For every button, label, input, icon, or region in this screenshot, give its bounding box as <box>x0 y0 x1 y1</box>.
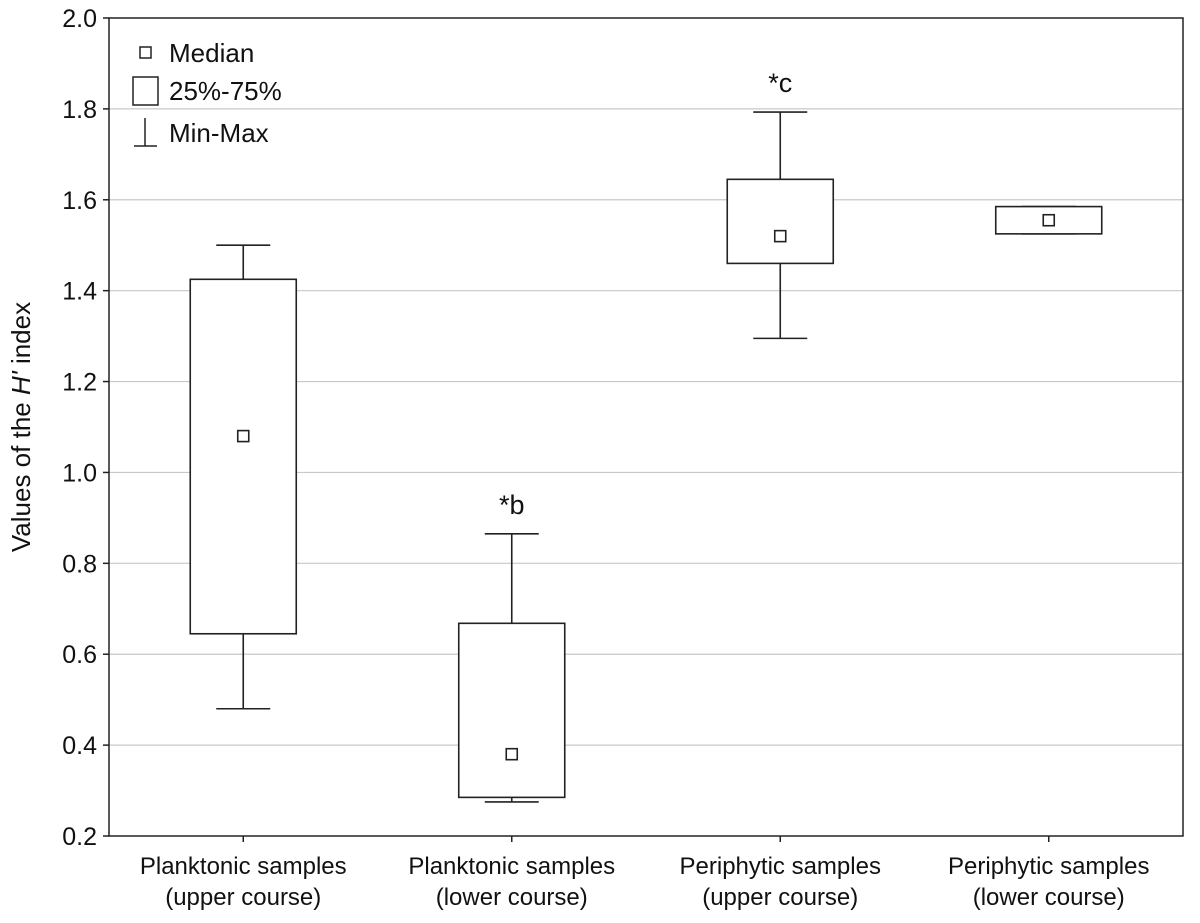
legend-median-label: Median <box>169 38 254 68</box>
x-tick-label-line1: Planktonic samples <box>408 853 615 880</box>
y-tick-label: 0.4 <box>62 732 97 760</box>
iqr-box <box>457 622 566 799</box>
legend-whisker-marker <box>134 118 157 147</box>
x-tick-label-line2: (lower course) <box>436 884 588 911</box>
box-group: *c <box>726 68 835 340</box>
y-tick-label: 0.8 <box>62 550 97 578</box>
legend-median-marker <box>139 46 152 59</box>
median-marker <box>1042 213 1056 227</box>
y-tick-label: 1.0 <box>62 459 97 487</box>
legend-box-label: 25%-75% <box>169 76 282 106</box>
y-tick-label: 0.6 <box>62 641 97 669</box>
y-tick-label: 1.4 <box>62 278 97 306</box>
x-axis: Planktonic samples (upper course) Plankton… <box>140 836 1149 911</box>
median-marker <box>236 429 250 443</box>
x-tick-label-line2: (upper course) <box>702 884 858 911</box>
legend: Median 25%-75% Min-Max <box>132 38 282 148</box>
y-tick-label: 1.6 <box>62 187 97 215</box>
y-axis-title-suffix: index <box>6 302 36 371</box>
median-marker <box>505 747 519 761</box>
plot-frame <box>108 17 1184 837</box>
significance-annotation: *c <box>768 68 792 98</box>
legend-box-marker <box>132 76 159 106</box>
iqr-box <box>726 178 835 265</box>
x-tick-label-line2: (lower course) <box>973 884 1125 911</box>
y-tick-label: 0.2 <box>62 823 97 851</box>
y-axis-title: Values of the H' index <box>6 302 36 552</box>
y-tick-label: 2.0 <box>62 5 97 33</box>
y-tick-label: 1.2 <box>62 369 97 397</box>
box-group <box>994 205 1103 235</box>
x-tick-label-line1: Periphytic samples <box>680 853 881 880</box>
y-axis-title-symbol: H' <box>6 370 36 395</box>
x-tick-label-line2: (upper course) <box>165 884 321 911</box>
legend-whisker-label: Min-Max <box>169 118 269 148</box>
x-tick-label-line1: Planktonic samples <box>140 853 347 880</box>
y-axis-title-prefix: Values of the <box>6 395 36 552</box>
y-axis: 0.2 0.4 0.6 0.8 1.0 1.2 1.4 1.6 1.8 2.0 <box>62 5 109 851</box>
significance-annotation: *b <box>499 490 525 520</box>
median-marker <box>773 229 787 243</box>
box-group <box>189 244 298 710</box>
iqr-box <box>189 278 298 635</box>
box-group: *b <box>457 490 566 803</box>
plot-area: *b *c <box>189 68 1103 803</box>
x-tick-label-line1: Periphytic samples <box>948 853 1149 880</box>
y-tick-label: 1.8 <box>62 96 97 124</box>
